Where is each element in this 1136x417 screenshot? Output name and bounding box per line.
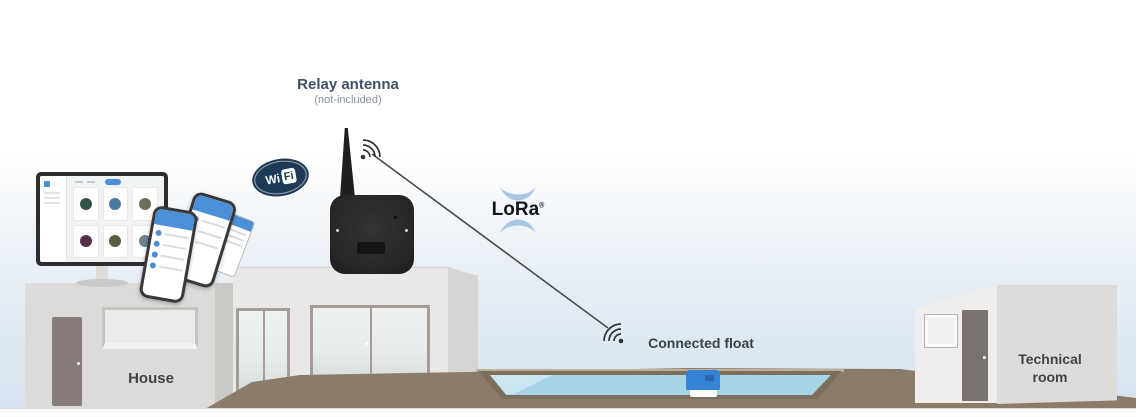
relay-screw [336,229,339,232]
app-icon-tile [132,187,158,221]
dashboard-active-tab-pill [105,179,121,185]
dashboard-tab [87,181,95,183]
sliding-door-divider [370,308,372,382]
house-extension-side-wall [448,267,478,393]
app-icon [79,197,92,210]
connected-float-label: Connected float [648,335,754,351]
relay-device-label-slot [357,242,385,254]
sliding-door-large [310,305,430,385]
wifi-wi-text: Wi [264,170,282,188]
relay-led [394,216,397,219]
app-logo-icon [44,181,50,187]
app-icon-tile [73,187,99,221]
phone-list-row [153,240,187,252]
app-icon-tile [102,224,129,258]
technical-room-label-line2: room [1032,368,1068,385]
connected-float-label-patch [705,375,714,381]
relay-device-box [330,195,414,274]
list-item-text-bar [194,240,219,250]
house-side-wall [215,283,233,408]
not-included-label: (not-included) [314,94,382,106]
house-door-handle [77,362,80,365]
sliding-door-divider [263,311,265,391]
sliding-door-small [236,308,290,394]
list-item-text-bar [164,233,189,240]
phone-list-row [151,251,185,263]
ground-base-strip [0,408,1136,417]
connected-float-device [686,370,720,390]
signal-waves-icon [603,323,624,344]
relay-antenna-label: Relay antenna [297,76,399,93]
monitor-stand-base [76,279,128,287]
registered-mark: ® [539,202,545,210]
list-item-text-bar [158,265,183,272]
sidebar-menu-line [44,202,60,204]
technical-room-label-line1: Technical [1018,351,1082,367]
phone-app-header [154,208,196,231]
technical-room-label: Technical room [1000,351,1100,386]
list-item-text-bar [160,254,185,261]
connected-float-base [690,390,717,397]
wifi-fi-badge: Fi [280,167,297,185]
phone-list-row [149,261,183,274]
list-item-text-bar [201,219,225,229]
wifi-fi-text: Fi [282,169,295,183]
phone-list-row [155,229,189,241]
signal-waves-icon [360,139,381,160]
list-item-text-bar [162,243,187,250]
dashboard-tab [75,181,83,183]
house-window [102,307,198,349]
house-label: House [128,370,174,387]
app-icon [109,197,122,210]
list-item-icon [155,229,163,237]
list-item-icon [149,261,157,269]
app-icon [109,235,122,248]
app-icon-tile [102,187,129,221]
list-item-icon [153,240,161,248]
lora-text: LoRa® [491,199,545,220]
app-icon-tile [73,224,99,258]
app-icon [139,197,152,210]
relay-screw [405,229,408,232]
monitor-stand-neck [96,266,108,280]
technical-room-door-handle [983,356,986,359]
lora-logo: LoRa® [489,187,547,233]
technical-room-front-wall [997,285,1117,404]
list-item-text-bar [198,230,222,240]
technical-room-window [924,314,958,348]
sidebar-menu-line [44,192,60,194]
sidebar-menu-line [44,197,60,199]
dashboard-icon-grid [73,187,158,258]
house-door [52,317,82,406]
list-item-icon [151,251,159,259]
sliding-door-handle [365,342,369,346]
dashboard-sidebar [40,176,67,262]
app-icon [79,235,92,248]
dashboard-screen [40,176,164,262]
